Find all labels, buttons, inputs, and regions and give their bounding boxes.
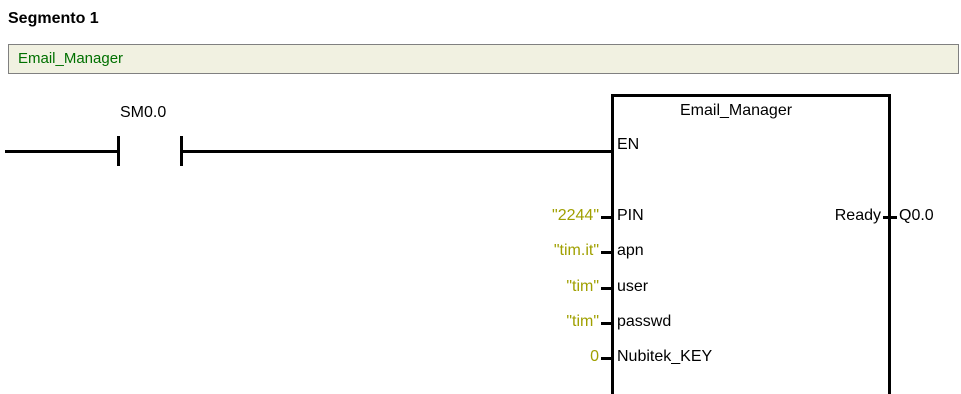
input-value-pin[interactable]: "2244" — [552, 207, 599, 224]
pin-label-apn: apn — [617, 242, 644, 259]
output-wire-ready — [883, 216, 897, 219]
function-block-email-manager[interactable] — [611, 94, 891, 394]
input-wire-apn — [601, 251, 611, 254]
function-block-title: Email_Manager — [680, 102, 793, 119]
pin-label-nubitek-key: Nubitek_KEY — [617, 348, 713, 365]
contact-label: SM0.0 — [120, 104, 167, 121]
input-value-apn[interactable]: "tim.it" — [553, 242, 599, 259]
rung-wire-en — [183, 150, 611, 153]
input-value-passwd[interactable]: "tim" — [566, 313, 599, 330]
input-value-user[interactable]: "tim" — [566, 278, 599, 295]
contact-left-bar[interactable] — [117, 136, 120, 166]
input-wire-passwd — [601, 322, 611, 325]
output-pin-label-ready: Ready — [834, 207, 881, 224]
segment-comment-text: Email_Manager — [18, 50, 124, 67]
output-value-ready[interactable]: Q0.0 — [899, 207, 934, 224]
segment-title: Segmento 1 — [8, 10, 99, 27]
input-value-nubitek-key[interactable]: 0 — [590, 348, 599, 365]
contact-right-bar[interactable] — [180, 136, 183, 166]
pin-label-user: user — [617, 278, 649, 295]
input-wire-user — [601, 287, 611, 290]
input-wire-nubitek-key — [601, 357, 611, 360]
pin-label-pin: PIN — [617, 207, 644, 224]
pin-label-passwd: passwd — [617, 313, 672, 330]
en-pin-label: EN — [617, 136, 640, 153]
segment-comment-bar[interactable]: Email_Manager — [8, 44, 959, 74]
rung-wire-left — [5, 150, 117, 153]
input-wire-pin — [601, 216, 611, 219]
